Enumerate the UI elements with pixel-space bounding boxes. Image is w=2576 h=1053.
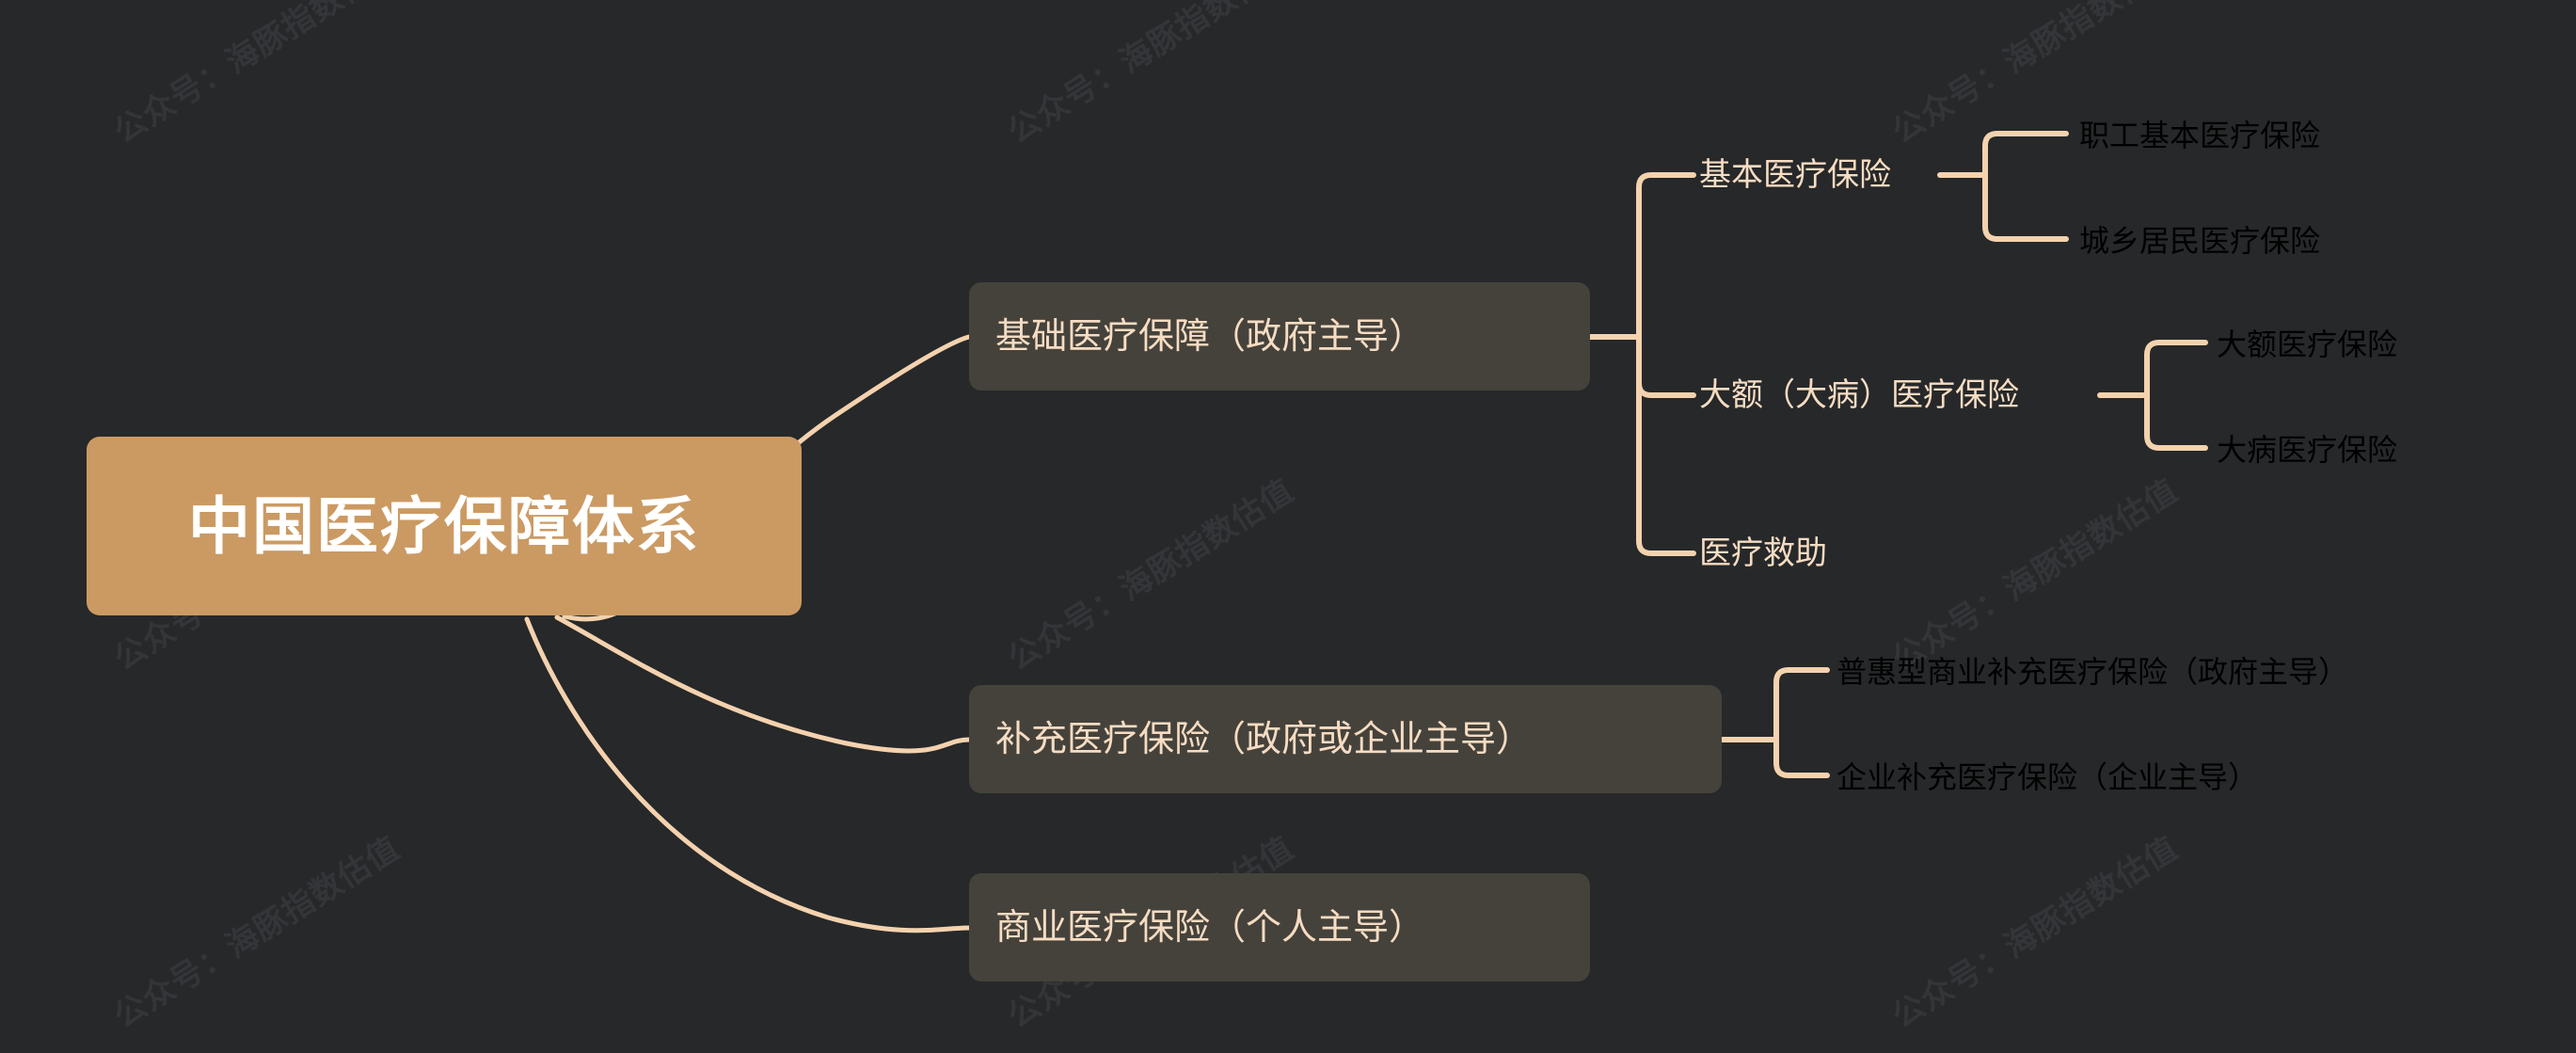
node-label: 基础医疗保障（政府主导） (995, 316, 1425, 357)
node-label: 企业补充医疗保险（企业主导） (1837, 760, 2259, 794)
node-label: 普惠型商业补充医疗保险（政府主导） (1837, 655, 2349, 689)
mindmap-node-supplementary-medical-insurance[interactable]: 补充医疗保险（政府或企业主导） (969, 685, 1722, 793)
mindmap-node-large-amount-serious-illness-insurance[interactable]: 大额（大病）医疗保险 (1699, 371, 2094, 420)
node-label: 大额（大病）医疗保险 (1699, 377, 2019, 413)
node-label: 大额医疗保险 (2217, 327, 2398, 361)
mindmap-node-inclusive-commercial-supplementary[interactable]: 普惠型商业补充医疗保险（政府主导） (1837, 647, 2457, 693)
mindmap-node-serious-illness-medical-insurance[interactable]: 大病医疗保险 (2217, 425, 2466, 471)
root-node-label: 中国医疗保障体系 (188, 491, 700, 561)
node-label: 职工基本医疗保险 (2079, 119, 2321, 152)
mindmap-node-employee-basic-medical-insurance[interactable]: 职工基本医疗保险 (2079, 111, 2390, 156)
node-label: 补充医疗保险（政府或企业主导） (995, 719, 1533, 759)
mindmap-node-medical-assistance[interactable]: 医疗救助 (1699, 529, 1868, 578)
mindmap-root-node[interactable]: 中国医疗保障体系 (87, 437, 802, 615)
node-label: 基本医疗保险 (1699, 157, 1891, 193)
node-label: 医疗救助 (1699, 535, 1827, 571)
mindmap-node-urban-rural-resident-medical-insurance[interactable]: 城乡居民医疗保险 (2079, 216, 2390, 262)
mindmap-node-enterprise-supplementary-medical-insurance[interactable]: 企业补充医疗保险（企业主导） (1837, 753, 2345, 798)
node-label: 大病医疗保险 (2217, 433, 2398, 467)
node-label: 商业医疗保险（个人主导） (995, 907, 1425, 948)
mindmap-node-basic-medical-security[interactable]: 基础医疗保障（政府主导） (969, 282, 1590, 391)
mindmap-node-commercial-medical-insurance[interactable]: 商业医疗保险（个人主导） (969, 873, 1590, 981)
mindmap-node-large-amount-medical-insurance[interactable]: 大额医疗保险 (2217, 320, 2466, 365)
mindmap-node-basic-medical-insurance[interactable]: 基本医疗保险 (1699, 151, 1934, 199)
node-label: 城乡居民医疗保险 (2079, 224, 2321, 258)
